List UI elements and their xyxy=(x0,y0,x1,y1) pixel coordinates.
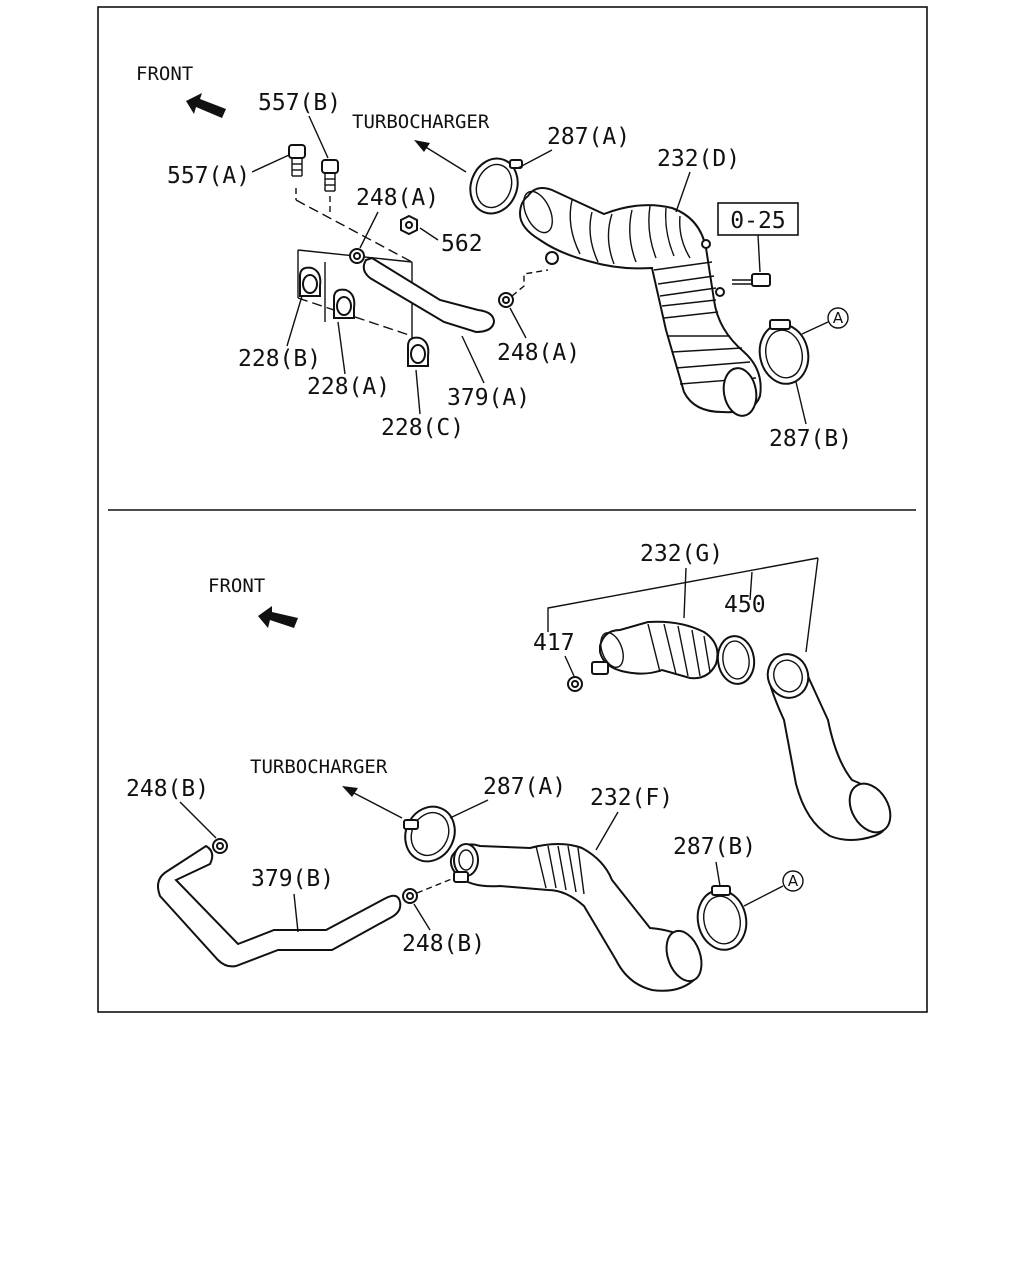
ref-box-0-25 xyxy=(717,202,799,236)
turbo-arrow-upper-icon xyxy=(414,140,467,173)
label-228c: 228(C) xyxy=(381,415,464,441)
diagram-frame xyxy=(97,6,928,1013)
hose-379b xyxy=(157,844,402,968)
front-label-lower: FRONT xyxy=(208,575,265,597)
circle-ref-a-lower xyxy=(782,870,804,892)
label-287b-lower: 287(B) xyxy=(673,834,756,860)
label-379b: 379(B) xyxy=(251,866,334,892)
upper-section: FRONT TURBOCHARGER 557(B) 557(A) xyxy=(136,63,852,452)
clip-248b-left xyxy=(212,838,228,854)
label-228a: 228(A) xyxy=(307,374,390,400)
label-562: 562 xyxy=(441,231,483,257)
hose-232f xyxy=(449,843,703,992)
bolt-557a xyxy=(288,144,306,177)
label-287a-upper: 287(A) xyxy=(547,124,630,150)
clamp-287a-lower xyxy=(403,805,456,863)
label-248a-mid: 248(A) xyxy=(497,340,580,366)
label-circle-a-upper: A xyxy=(833,309,844,327)
label-450: 450 xyxy=(724,592,766,618)
front-label-upper: FRONT xyxy=(136,63,193,85)
label-232g: 232(G) xyxy=(640,541,723,567)
ring-450 xyxy=(716,635,756,685)
clip-248a-top xyxy=(349,248,365,264)
circle-ref-a-upper xyxy=(827,307,849,329)
lower-section: FRONT 232(G) 417 xyxy=(126,541,892,992)
label-287a-lower: 287(A) xyxy=(483,774,566,800)
label-248b-bottom: 248(B) xyxy=(402,931,485,957)
label-557b: 557(B) xyxy=(258,90,341,116)
clip-228b xyxy=(299,266,322,297)
label-379a: 379(A) xyxy=(447,385,530,411)
label-ref-0-25: 0-25 xyxy=(730,208,785,234)
hose-232d xyxy=(518,187,762,417)
bolt-557b xyxy=(321,159,339,192)
turbo-label-lower: TURBOCHARGER xyxy=(250,756,388,778)
label-228b: 228(B) xyxy=(238,346,321,372)
clip-228c xyxy=(407,336,430,367)
hose-379a xyxy=(362,256,496,334)
clamp-287b-upper xyxy=(758,319,810,385)
label-417: 417 xyxy=(533,630,575,656)
clamp-287b-lower xyxy=(696,885,748,951)
label-557a: 557(A) xyxy=(167,163,250,189)
pipe-right-bend xyxy=(766,653,892,841)
clip-248b-bottom xyxy=(402,888,418,904)
label-232f: 232(F) xyxy=(590,785,673,811)
clip-248a-mid xyxy=(498,292,514,308)
label-248b-left: 248(B) xyxy=(126,776,209,802)
label-circle-a-lower: A xyxy=(788,872,799,890)
front-arrow-lower-icon xyxy=(258,606,298,628)
hose-232g xyxy=(591,620,719,680)
clip-417 xyxy=(567,676,583,692)
label-232d: 232(D) xyxy=(657,146,740,172)
clamp-287a-upper xyxy=(469,157,523,215)
sensor-plug xyxy=(732,273,771,287)
label-287b-upper: 287(B) xyxy=(769,426,852,452)
turbo-arrow-lower-icon xyxy=(342,786,403,819)
nut-562 xyxy=(400,214,418,236)
front-arrow-upper-icon xyxy=(186,93,226,118)
group-leader-232g xyxy=(547,557,819,653)
label-248a-top: 248(A) xyxy=(356,185,439,211)
turbo-label-upper: TURBOCHARGER xyxy=(352,111,490,133)
clip-228a xyxy=(333,288,356,319)
